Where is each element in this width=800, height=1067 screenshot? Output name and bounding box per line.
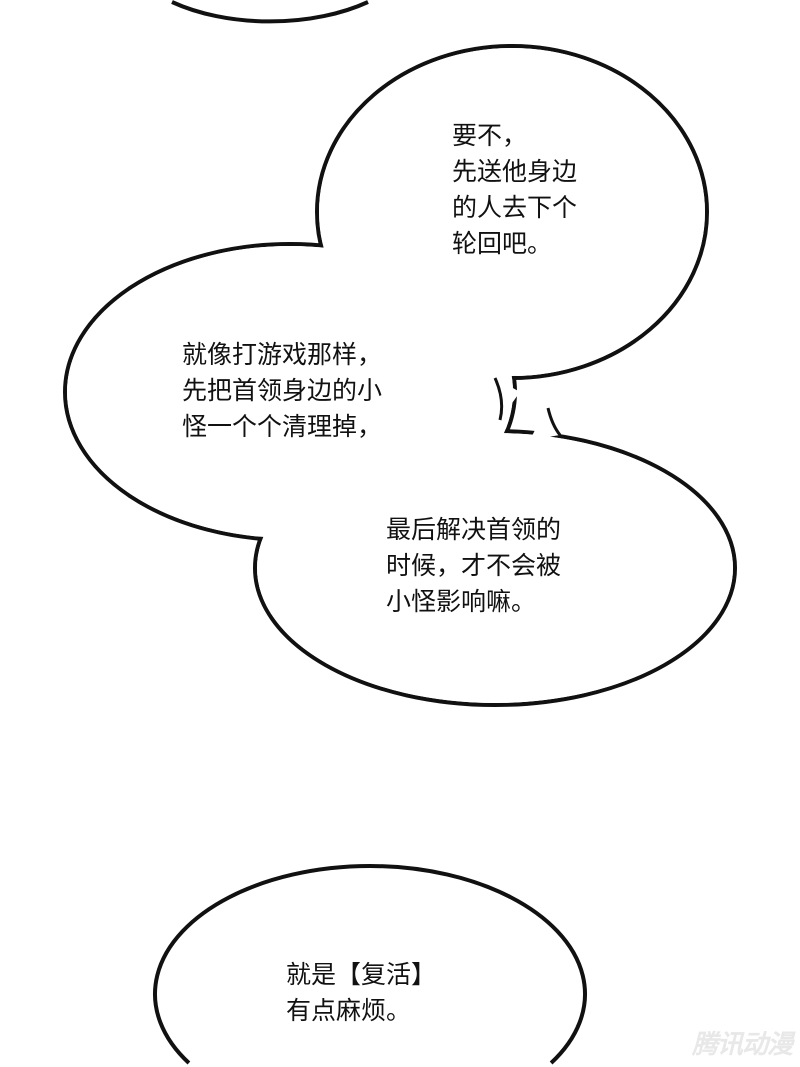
watermark-logo: 腾讯动漫 [691,1030,793,1060]
bubble-text-1: 要不，先送他身边的人去下个轮回吧。 [452,121,578,258]
top-bubble [171,0,369,24]
bottom-bubble [153,864,587,1065]
bubble-text-4: 就是【复活】有点麻烦。 [286,960,437,1025]
bubble-text-3: 最后解决首领的时候，才不会被小怪影响嘛。 [386,515,562,616]
bubble-text-2: 就像打游戏那样，先把首领身边的小怪一个个清理掉， [182,340,383,441]
